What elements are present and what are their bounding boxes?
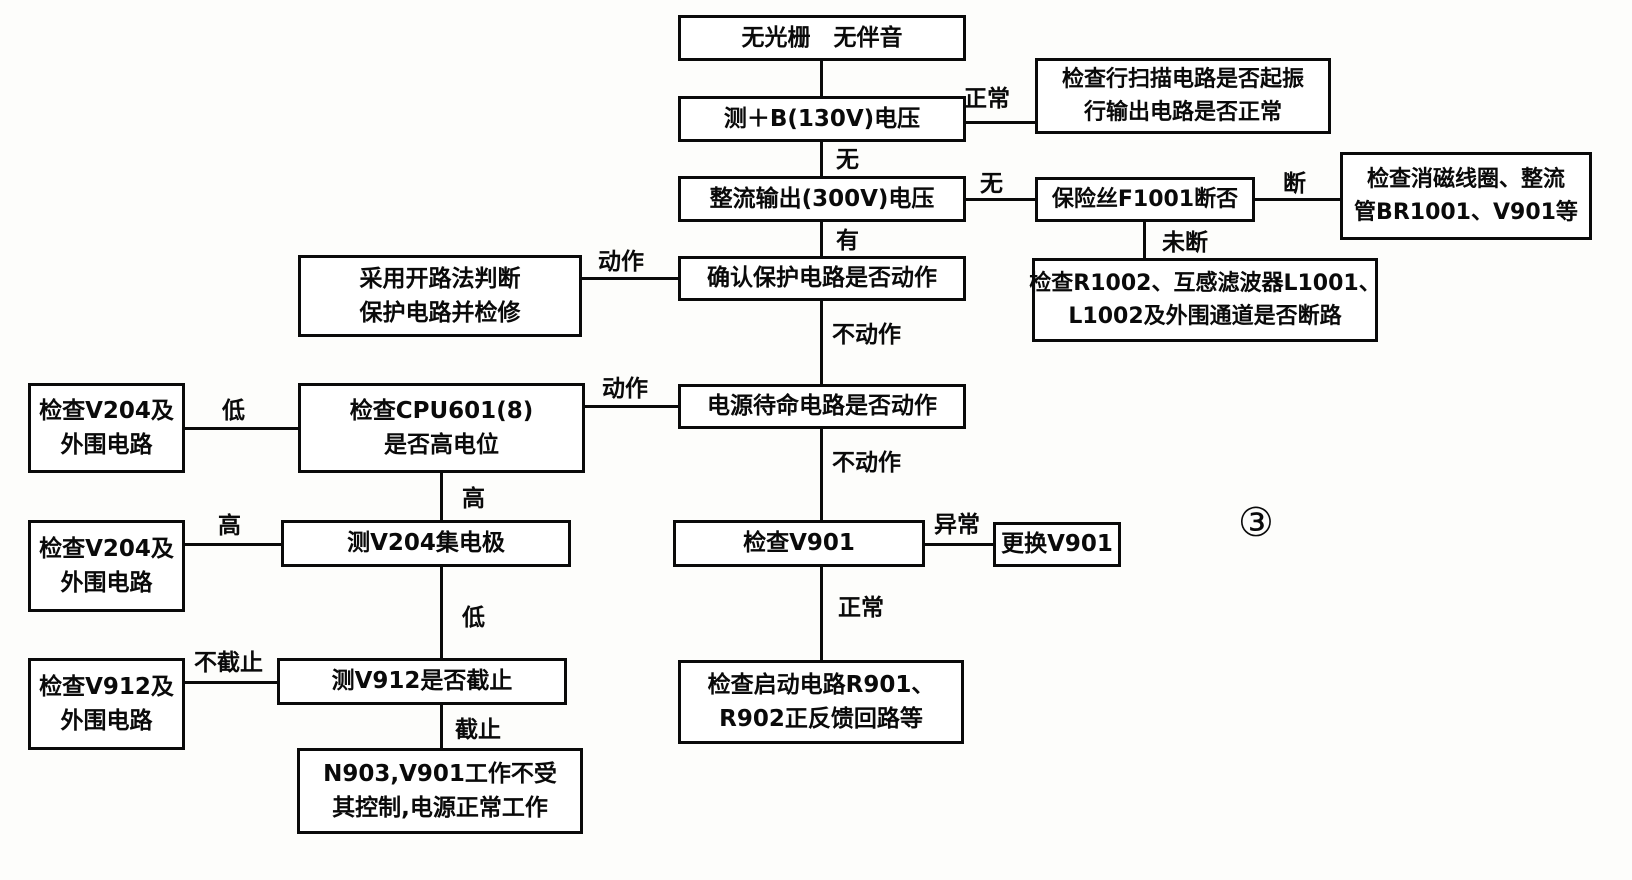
node-check-r1002-filters: 检查R1002、互感滤波器L1001、 L1002及外围通道是否断路 — [1029, 258, 1381, 342]
edge-label-not-act: 不动作 — [832, 322, 901, 348]
edge-label-normal: 正常 — [838, 595, 884, 621]
connector-line — [820, 221, 823, 256]
node-open-circuit-method: 采用开路法判断 保护电路并检修 — [298, 255, 582, 337]
connector-line — [1255, 198, 1340, 201]
node-text: 检查V901 — [743, 530, 855, 557]
edge-label-not-cutoff: 不截止 — [194, 650, 263, 676]
node-replace-v901: 更换V901 — [993, 522, 1121, 567]
node-text: 确认保护电路是否动作 — [707, 265, 937, 292]
node-check-horizontal-scan: 检查行扫描电路是否起振 行输出电路是否正常 — [1035, 58, 1331, 134]
edge-label-not-broken: 未断 — [1162, 230, 1208, 256]
node-text: 测V204集电极 — [347, 530, 505, 557]
node-check-degauss-coil: 检查消磁线圈、整流 管BR1001、V901等 — [1340, 152, 1592, 240]
edge-label-not-act: 不动作 — [832, 450, 901, 476]
edge-label-have: 有 — [836, 228, 859, 254]
edge-label-low: 低 — [222, 398, 245, 424]
edge-label-normal: 正常 — [964, 86, 1010, 112]
connector-line — [440, 567, 443, 658]
connector-line — [440, 705, 443, 748]
edge-label-high: 高 — [462, 486, 485, 512]
circled-3-marker: ③ — [1238, 500, 1274, 546]
connector-line — [185, 427, 298, 430]
node-check-v912-peripheral: 检查V912及 外围电路 — [28, 658, 185, 750]
node-text: 检查R1002、互感滤波器L1001、 — [1029, 271, 1381, 296]
node-check-v204-peripheral-1: 检查V204及 外围电路 — [28, 383, 185, 473]
node-check-v204-peripheral-2: 检查V204及 外围电路 — [28, 520, 185, 612]
edge-label-none: 无 — [836, 147, 859, 173]
node-text: 行输出电路是否正常 — [1083, 100, 1282, 125]
node-text: R902正反馈回路等 — [719, 706, 923, 732]
node-text: 采用开路法判断 — [359, 265, 521, 292]
connector-line — [820, 142, 823, 176]
edge-label-acts: 动作 — [598, 249, 644, 275]
connector-line — [185, 681, 277, 684]
connector-line — [585, 405, 678, 408]
node-text: 检查V204及 — [39, 397, 174, 424]
node-check-cpu601: 检查CPU601(8) 是否高电位 — [298, 383, 585, 473]
node-text: 检查V912及 — [39, 673, 174, 700]
node-text: 外围电路 — [60, 708, 153, 734]
node-text: 更换V901 — [1001, 531, 1113, 558]
connector-line — [925, 543, 993, 546]
node-text: 检查行扫描电路是否起振 — [1061, 67, 1304, 92]
node-text: 其控制,电源正常工作 — [332, 795, 548, 821]
node-measure-b-130v: 测＋B(130V)电压 — [678, 96, 966, 142]
edge-label-cutoff: 截止 — [455, 717, 501, 743]
node-rectifier-output-300v: 整流输出(300V)电压 — [678, 176, 966, 222]
node-text: 整流输出(300V)电压 — [709, 185, 935, 212]
node-measure-v204-collector: 测V204集电极 — [281, 520, 571, 567]
connector-line — [185, 543, 281, 546]
edge-label-broken: 断 — [1283, 171, 1306, 197]
edge-label-low: 低 — [462, 605, 485, 631]
node-measure-v912-cutoff: 测V912是否截止 — [277, 658, 567, 705]
node-text: 无光栅 无伴音 — [741, 24, 903, 51]
edge-label-abnormal: 异常 — [934, 512, 980, 538]
node-text: 是否高电位 — [384, 432, 499, 458]
edge-label-acts: 动作 — [602, 376, 648, 402]
node-text: 保护电路并检修 — [359, 300, 521, 326]
node-text: 测＋B(130V)电压 — [723, 105, 921, 132]
node-text: 保险丝F1001断否 — [1051, 187, 1239, 212]
connector-line — [966, 121, 1035, 124]
node-check-start-circuit-r901: 检查启动电路R901、 R902正反馈回路等 — [678, 660, 964, 744]
node-fuse-f1001: 保险丝F1001断否 — [1035, 177, 1255, 222]
node-text: 外围电路 — [60, 432, 153, 458]
node-text: 电源待命电路是否动作 — [707, 393, 937, 420]
node-text: L1002及外围通道是否断路 — [1068, 304, 1342, 329]
connector-line — [1143, 222, 1146, 258]
edge-label-high: 高 — [218, 513, 241, 539]
connector-line — [966, 198, 1035, 201]
node-standby-circuit: 电源待命电路是否动作 — [678, 384, 966, 429]
edge-label-none: 无 — [980, 171, 1003, 197]
node-check-v901: 检查V901 — [673, 520, 925, 567]
node-text: 外围电路 — [60, 570, 153, 596]
node-confirm-protection-circuit: 确认保护电路是否动作 — [678, 256, 966, 301]
connector-line — [582, 277, 678, 280]
connector-line — [820, 567, 823, 660]
node-text: 检查CPU601(8) — [349, 397, 534, 424]
node-text: 检查启动电路R901、 — [707, 671, 935, 698]
node-text: 检查V204及 — [39, 535, 174, 562]
connector-line — [820, 61, 823, 96]
node-text: 管BR1001、V901等 — [1354, 200, 1578, 225]
connector-line — [820, 429, 823, 520]
node-text: N903,V901工作不受 — [323, 760, 557, 787]
node-no-raster-no-sound: 无光栅 无伴音 — [678, 15, 966, 61]
node-text: 检查消磁线圈、整流 — [1366, 167, 1565, 192]
node-n903-v901-normal: N903,V901工作不受 其控制,电源正常工作 — [297, 748, 583, 834]
connector-line — [440, 473, 443, 520]
node-text: 测V912是否截止 — [331, 668, 513, 695]
connector-line — [820, 301, 823, 384]
